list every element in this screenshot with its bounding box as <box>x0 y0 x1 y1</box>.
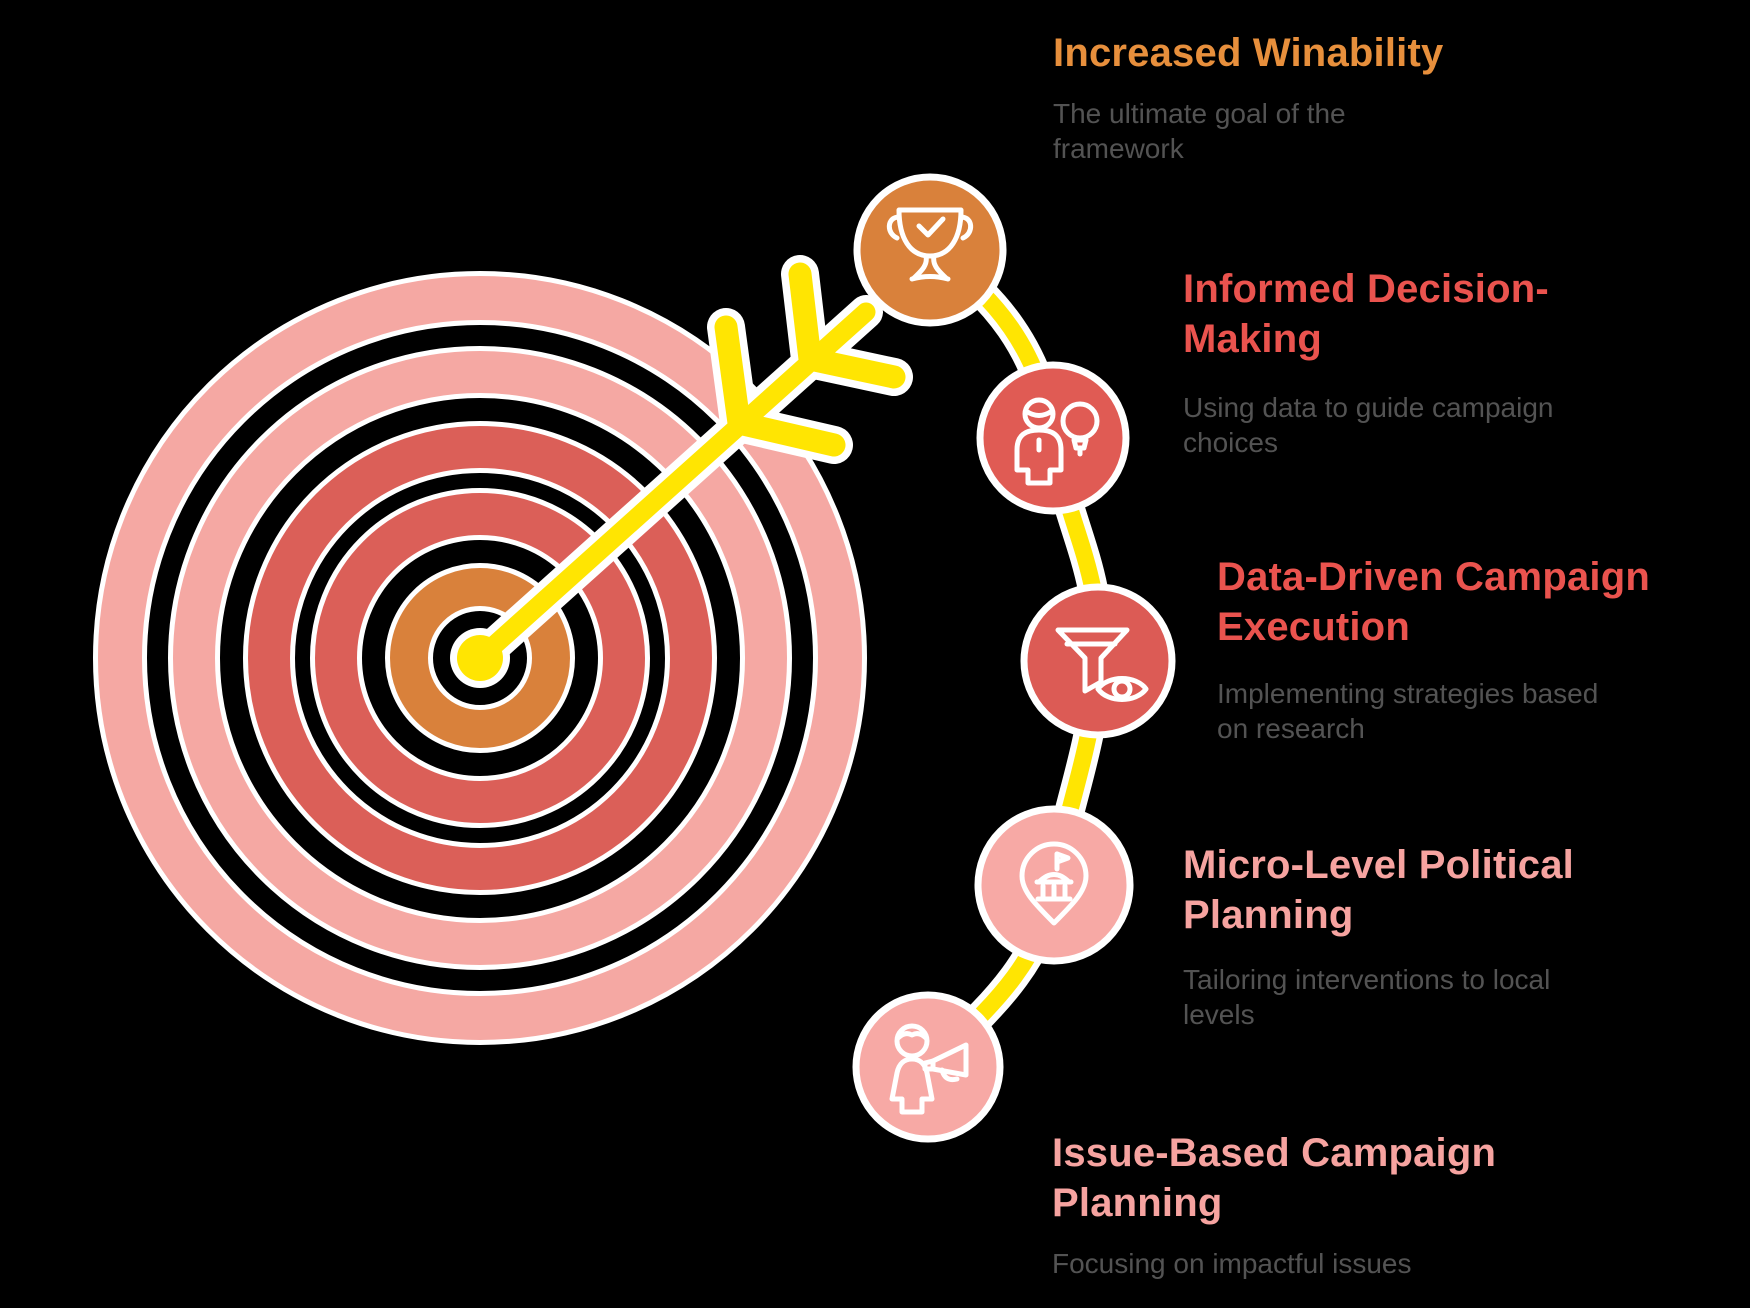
step-4-title: Micro-Level Political Planning <box>1183 843 1574 937</box>
target-ring-pink-inner <box>173 351 787 965</box>
step-2-title: Informed Decision- Making <box>1183 267 1549 361</box>
trophy-check-icon <box>886 207 974 282</box>
person-idea-icon <box>1014 397 1100 486</box>
step-5-text: Issue-Based Campaign Planning <box>1052 1128 1496 1228</box>
target-ring-red-outer <box>248 426 712 890</box>
step-circle-3-bg <box>1020 583 1176 739</box>
step-5-title: Issue-Based Campaign Planning <box>1052 1131 1497 1225</box>
step-circle-2-bg <box>976 361 1130 515</box>
step-1-description: The ultimate goal of the framework <box>1053 98 1346 164</box>
step-circle-2 <box>976 361 1130 515</box>
step-2-description: Using data to guide campaign choices <box>1183 392 1554 458</box>
bullseye-target <box>93 271 867 1045</box>
step-circle-1 <box>853 173 1007 327</box>
step-3-description: Implementing strategies based on researc… <box>1217 678 1599 744</box>
step-4-description: Tailoring interventions to local levels <box>1183 964 1551 1030</box>
arrow-fletching <box>788 262 906 389</box>
step-4-text: Micro-Level Political Planning <box>1183 840 1574 940</box>
target-ring-orange-center <box>390 568 570 748</box>
step-5-description: Focusing on impactful issues <box>1052 1248 1412 1279</box>
funnel-eye-icon <box>1055 627 1149 702</box>
person-megaphone-icon <box>889 1023 969 1115</box>
step-3-title: Data-Driven Campaign Execution <box>1217 555 1650 649</box>
step-circle-5 <box>852 991 1004 1143</box>
step-1-text: Increased Winability <box>1053 28 1443 78</box>
map-pin-government-icon <box>1019 841 1089 926</box>
step-circle-3 <box>1020 583 1176 739</box>
step-3-text: Data-Driven Campaign Execution <box>1217 552 1650 652</box>
step-circle-4 <box>974 805 1134 965</box>
step-2-text: Informed Decision- Making <box>1183 264 1549 364</box>
target-ring-pink-outer <box>98 276 862 1040</box>
target-ring-red-inner <box>315 493 645 823</box>
step-1-title: Increased Winability <box>1053 31 1444 75</box>
step-circle-1-bg <box>853 173 1007 327</box>
arrow-tip-dot <box>457 635 503 681</box>
arrow-fletching <box>714 315 846 457</box>
arrow-shaft <box>470 302 876 668</box>
arrow <box>450 255 913 688</box>
